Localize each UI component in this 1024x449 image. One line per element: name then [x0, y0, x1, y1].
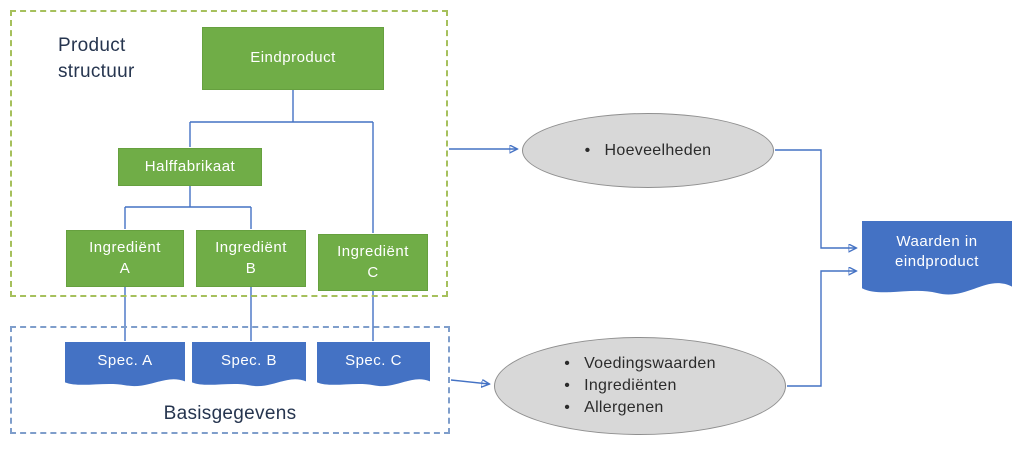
- list-item: Ingrediënten: [564, 375, 716, 397]
- document-shape: [317, 342, 430, 387]
- product-structure-label: Product structuur: [58, 35, 135, 82]
- ingredient-c-node: Ingrediënt C: [318, 234, 428, 291]
- spec-a-label: Spec. A: [97, 351, 153, 369]
- list-item: Allergenen: [564, 397, 716, 419]
- list-item: Voedingswaarden: [564, 353, 716, 375]
- ingredient-a-node: Ingrediënt A: [66, 230, 184, 287]
- document-shape: [65, 342, 185, 387]
- ingredient-c-label: Ingrediënt C: [337, 243, 409, 281]
- basis-ellipse: Voedingswaarden Ingrediënten Allergenen: [494, 337, 786, 435]
- product-structure-group: [10, 10, 448, 297]
- basisgegevens-label: Basisgegevens: [163, 403, 297, 424]
- spec-b-document: Spec. B: [192, 342, 306, 390]
- halffabrikaat-node: Halffabrikaat: [118, 148, 262, 186]
- basisgegevens-group: [10, 326, 450, 434]
- list-item: Hoeveelheden: [585, 140, 712, 162]
- waarden-label: Waarden in eindproduct: [895, 232, 979, 271]
- eindproduct-label: Eindproduct: [250, 49, 336, 67]
- spec-c-label: Spec. C: [345, 351, 402, 369]
- halffabrikaat-label: Halffabrikaat: [144, 157, 236, 175]
- basis-list: Voedingswaarden Ingrediënten Allergenen: [564, 353, 716, 419]
- spec-b-label: Spec. B: [220, 351, 278, 369]
- spec-a-document: Spec. A: [65, 342, 185, 390]
- document-shape: [862, 221, 1012, 295]
- spec-c-document: Spec. C: [317, 342, 430, 390]
- document-shape: [192, 342, 306, 387]
- arrow-hoeveelheden-to-waarden: [775, 149, 856, 248]
- eindproduct-node: Eindproduct: [202, 27, 384, 90]
- ingredient-a-label: Ingrediënt A: [89, 239, 161, 277]
- hoeveelheden-list: Hoeveelheden: [585, 140, 712, 162]
- arrow-basisgegevens-to-ellipse: [450, 380, 489, 384]
- ingredient-b-node: Ingrediënt B: [196, 230, 306, 287]
- ingredient-b-label: Ingrediënt B: [215, 239, 287, 277]
- waarden-document: Waarden in eindproduct: [862, 221, 1012, 301]
- hoeveelheden-ellipse: Hoeveelheden: [522, 113, 774, 188]
- arrow-ellipse-to-waarden: [787, 271, 856, 387]
